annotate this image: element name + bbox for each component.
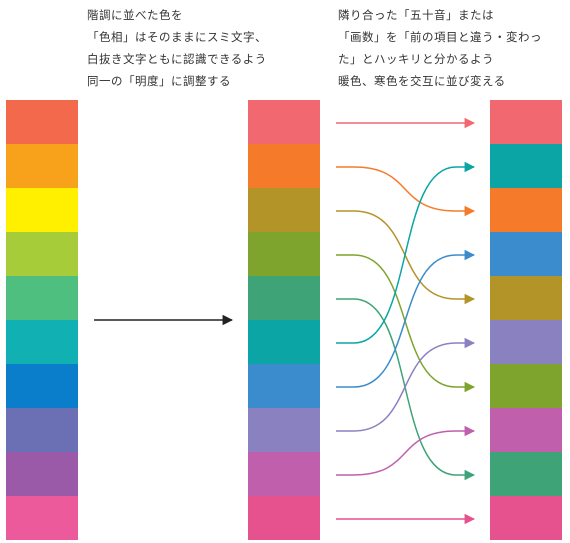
color-strip-reordered	[490, 100, 562, 540]
swatch-original	[6, 364, 78, 408]
swatch-reordered	[490, 232, 562, 276]
swatch-reordered	[490, 364, 562, 408]
caption-right-line: 隣り合った「五十音」または	[338, 8, 494, 22]
swatch-adjusted	[248, 232, 320, 276]
swatch-reordered	[490, 408, 562, 452]
swatch-adjusted	[248, 100, 320, 144]
swatch-original	[6, 452, 78, 496]
swatch-adjusted	[248, 144, 320, 188]
swatch-adjusted	[248, 364, 320, 408]
color-strip-original	[6, 100, 78, 540]
caption-right: 隣り合った「五十音」または 「画数」を「前の項目と違う・変わっ た」とハッキリと…	[338, 4, 542, 92]
swatch-original	[6, 276, 78, 320]
caption-right-line: 暖色、寒色を交互に並び変える	[338, 74, 506, 88]
connector-arrow	[336, 425, 476, 476]
color-strip-adjusted	[248, 100, 320, 540]
swatch-original	[6, 188, 78, 232]
swatch-adjusted	[248, 408, 320, 452]
swatch-original	[6, 496, 78, 540]
swatch-reordered	[490, 452, 562, 496]
caption-left-line: 白抜き文字ともに認識できるよう	[87, 52, 267, 66]
swatch-original	[6, 408, 78, 452]
connector-arrow	[336, 249, 476, 388]
caption-right-line: た」とハッキリと分かるよう	[338, 52, 494, 66]
swatch-adjusted	[248, 188, 320, 232]
swatch-reordered	[490, 496, 562, 540]
swatch-adjusted	[248, 320, 320, 364]
swatch-adjusted	[248, 276, 320, 320]
swatch-reordered	[490, 320, 562, 364]
caption-left-line: 同一の「明度」に調整する	[87, 74, 231, 88]
swatch-original	[6, 100, 78, 144]
swatch-adjusted	[248, 452, 320, 496]
caption-left: 階調に並べた色を 「色相」はそのままにスミ文字、 白抜き文字ともに認識できるよう…	[87, 4, 267, 92]
connector-arrow	[336, 161, 476, 344]
caption-left-line: 階調に並べた色を	[87, 8, 183, 22]
swatch-adjusted	[248, 496, 320, 540]
caption-left-line: 「色相」はそのままにスミ文字、	[87, 30, 267, 44]
swatch-reordered	[490, 188, 562, 232]
connector-arrow	[336, 337, 476, 432]
swatch-original	[6, 232, 78, 276]
swatch-reordered	[490, 100, 562, 144]
swatch-original	[6, 144, 78, 188]
connector-arrow	[336, 166, 476, 217]
caption-right-line: 「画数」を「前の項目と違う・変わっ	[338, 30, 542, 44]
swatch-reordered	[490, 276, 562, 320]
swatch-reordered	[490, 144, 562, 188]
swatch-original	[6, 320, 78, 364]
